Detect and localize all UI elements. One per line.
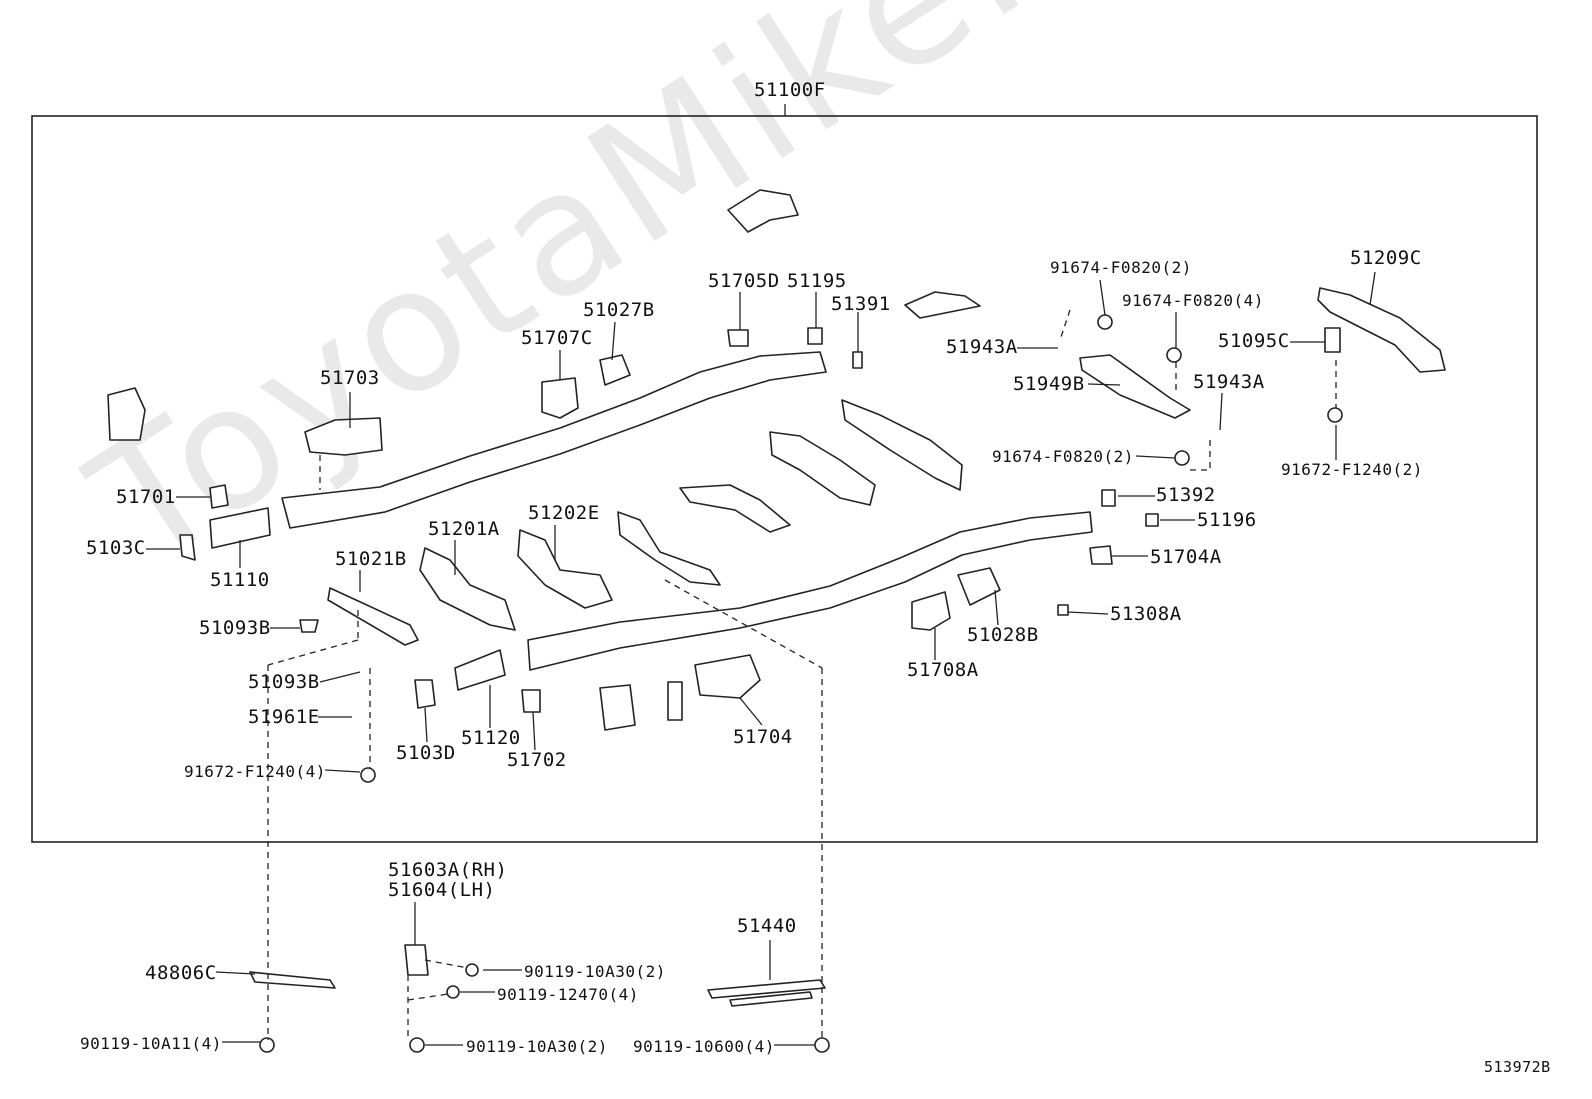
left-frame-rail	[281, 351, 827, 529]
bracket-51603a	[404, 944, 429, 976]
label-51209c: 51209C	[1350, 247, 1422, 269]
bracket-51705d	[727, 329, 749, 347]
label-51120: 51120	[461, 727, 521, 749]
label-91674-f0820-4: 91674-F0820(4)	[1122, 291, 1264, 310]
crossmember-51201a	[419, 547, 516, 631]
label-51093b-b: 51093B	[248, 671, 320, 693]
bracket-51308a	[1057, 604, 1069, 616]
label-51961e: 51961E	[248, 706, 320, 728]
label-5103c: 5103C	[86, 537, 146, 559]
plate-51440	[707, 979, 826, 999]
bolt-90119-10a30-b	[409, 1037, 425, 1053]
bracket-top-right	[904, 291, 981, 319]
label-51202e: 51202E	[528, 502, 600, 524]
bracket-51196	[1145, 513, 1159, 527]
label-51196: 51196	[1197, 509, 1257, 531]
bracket-51707c	[541, 377, 579, 419]
bracket-51704a	[1089, 545, 1113, 565]
bracket-51028b	[957, 567, 1001, 606]
label-48806c: 48806C	[145, 962, 217, 984]
right-frame-rail	[527, 511, 1093, 671]
label-51943a-b: 51943A	[1193, 371, 1265, 393]
label-91674-f0820-2a: 91674-F0820(2)	[1050, 258, 1192, 277]
label-assembly-51100f: 51100F	[754, 79, 826, 101]
label-51093b-a: 51093B	[199, 617, 271, 639]
label-51110: 51110	[210, 569, 270, 591]
crossmember-rear-b	[841, 399, 963, 491]
bracket-mid-lower-2	[667, 681, 683, 721]
crossmember-mid	[679, 484, 791, 533]
bolt-91674-f0820-a	[1097, 314, 1113, 330]
bolt-90119-10a11	[259, 1037, 275, 1053]
label-90119-10600-4: 90119-10600(4)	[633, 1037, 775, 1056]
bracket-front-left	[107, 387, 146, 441]
label-51021b: 51021B	[335, 548, 407, 570]
label-51703: 51703	[320, 367, 380, 389]
label-91672-f1240-4: 91672-F1240(4)	[184, 762, 326, 781]
bolt-90119-10600	[814, 1037, 830, 1053]
label-51201a: 51201A	[428, 518, 500, 540]
crossmember-rear-a	[769, 431, 876, 506]
label-90119-10a30-2a: 90119-10A30(2)	[524, 962, 666, 981]
bracket-51027b	[599, 354, 631, 386]
label-90119-10a11-4: 90119-10A11(4)	[80, 1034, 222, 1053]
crossmember-center	[617, 511, 721, 586]
bracket-51703	[304, 417, 383, 456]
label-51704: 51704	[733, 726, 793, 748]
bolt-91672-f1240-a	[1327, 407, 1343, 423]
label-51708a: 51708A	[907, 659, 979, 681]
label-51392: 51392	[1156, 484, 1216, 506]
label-51604-lh: 51604(LH)	[388, 879, 496, 901]
label-51702: 51702	[507, 749, 567, 771]
label-51391: 51391	[831, 293, 891, 315]
bolt-91672-f1240-b	[360, 767, 376, 783]
label-51095c: 51095C	[1218, 330, 1290, 352]
bracket-51701	[209, 484, 229, 509]
bracket-51708a	[911, 591, 951, 631]
bracket-51093b	[299, 619, 319, 633]
label-51704a: 51704A	[1150, 546, 1222, 568]
label-91672-f1240-2: 91672-F1240(2)	[1281, 460, 1423, 479]
bracket-51704	[694, 654, 761, 699]
label-51027b: 51027B	[583, 299, 655, 321]
crossmember-51021b	[327, 587, 419, 646]
bracket-top-center	[727, 189, 799, 233]
bracket-5103c	[179, 534, 196, 561]
label-91674-f0820-2b: 91674-F0820(2)	[992, 447, 1134, 466]
bracket-51120	[454, 649, 506, 691]
plate-48806c	[249, 971, 336, 989]
label-51705d: 51705D	[708, 270, 780, 292]
bracket-51110	[209, 507, 271, 549]
label-51701: 51701	[116, 486, 176, 508]
label-51949b: 51949B	[1013, 373, 1085, 395]
label-5103d: 5103D	[396, 742, 456, 764]
crossmember-51202e	[517, 529, 613, 609]
bolt-91674-f0820-c	[1174, 450, 1190, 466]
bracket-5103d	[414, 679, 436, 709]
label-51603a-rh: 51603A(RH)	[388, 859, 508, 881]
bolt-91674-f0820-b	[1166, 347, 1182, 363]
label-51943a-a: 51943A	[946, 336, 1018, 358]
rear-crossmember-51949b	[1079, 354, 1191, 419]
plate-51440-lower	[729, 991, 813, 1007]
diagram-code: 513972B	[1484, 1058, 1551, 1076]
bracket-mid-lower	[599, 684, 636, 731]
bracket-51391	[852, 351, 863, 369]
bolt-90119-12470	[446, 985, 460, 999]
label-51028b: 51028B	[967, 624, 1039, 646]
label-90119-12470-4: 90119-12470(4)	[497, 985, 639, 1004]
label-51195: 51195	[787, 270, 847, 292]
label-51308a: 51308A	[1110, 603, 1182, 625]
bracket-51095c	[1324, 327, 1341, 353]
bracket-51392	[1101, 489, 1116, 507]
label-51440: 51440	[737, 915, 797, 937]
rear-bumper-bracket-51209c	[1317, 287, 1446, 373]
bolt-90119-10a30-a	[465, 963, 479, 977]
label-90119-10a30-2b: 90119-10A30(2)	[466, 1037, 608, 1056]
bracket-51195	[807, 327, 823, 345]
bracket-51702	[521, 689, 541, 713]
label-51707c: 51707C	[521, 327, 593, 349]
